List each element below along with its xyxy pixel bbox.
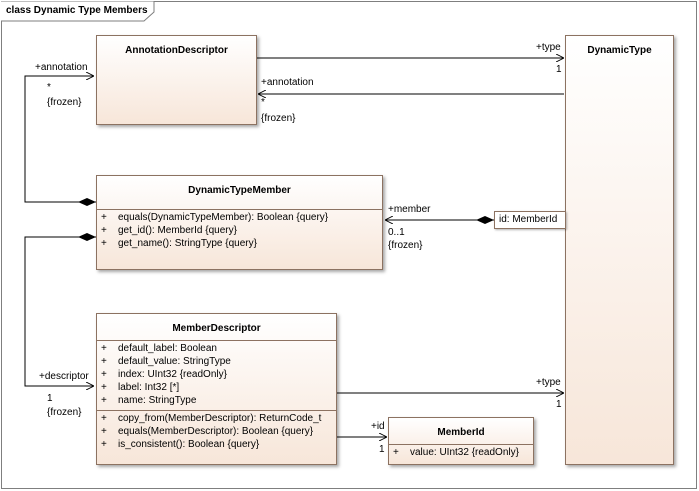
class-dynamic-type[interactable]: DynamicType (565, 35, 674, 465)
assoc-member-descriptor (24, 236, 96, 386)
multiplicity-label: 1 (379, 444, 385, 455)
operation-row: +equals(DynamicTypeMember): Boolean {que… (101, 212, 329, 223)
composite-diamond-member (476, 216, 494, 224)
role-label: +type (536, 42, 561, 53)
qualifier-member-id[interactable]: id: MemberId (494, 211, 566, 229)
attribute-row: +name: StringType (101, 395, 197, 406)
operation-row: +equals(MemberDescriptor): Boolean {quer… (101, 426, 314, 437)
multiplicity-label: 1 (556, 64, 562, 75)
compartment-divider (97, 410, 336, 411)
operations-compartment: +copy_from(MemberDescriptor): ReturnCode… (97, 411, 336, 451)
composite-diamond-descriptor (78, 233, 96, 241)
role-label: +descriptor (39, 371, 89, 382)
attribute-row: +index: UInt32 {readOnly} (101, 369, 227, 380)
operations-compartment: +equals(DynamicTypeMember): Boolean {que… (97, 210, 382, 250)
class-name: MemberDescriptor (172, 323, 261, 334)
attributes-compartment: +value: UInt32 {readOnly} (389, 445, 533, 459)
role-label: +type (536, 377, 561, 388)
role-label: +member (388, 204, 431, 215)
multiplicity-label: * (261, 97, 265, 108)
compartment-divider (389, 444, 533, 445)
multiplicity-label: 1 (556, 399, 562, 410)
constraint-label: {frozen} (47, 97, 82, 108)
constraint-label: {frozen} (388, 240, 423, 251)
operation-row: +get_name(): StringType {query} (101, 238, 257, 249)
frame-tab (1, 1, 155, 22)
class-name: AnnotationDescriptor (125, 45, 228, 56)
diagram-title: class Dynamic Type Members (6, 5, 148, 16)
compartment-divider (97, 209, 382, 210)
attribute-row: +default_value: StringType (101, 356, 231, 367)
role-label: +annotation (35, 62, 88, 73)
operation-row: +is_consistent(): Boolean {query} (101, 439, 260, 450)
class-name: MemberId (437, 427, 485, 438)
multiplicity-label: 1 (47, 393, 53, 404)
class-dynamic-type-member[interactable]: DynamicTypeMember +equals(DynamicTypeMem… (96, 175, 383, 270)
multiplicity-label: 0..1 (388, 227, 405, 238)
class-member-descriptor[interactable]: MemberDescriptor +default_label: Boolean… (96, 313, 337, 465)
class-name: DynamicType (587, 45, 652, 56)
class-name: DynamicTypeMember (188, 185, 291, 196)
attributes-compartment: +default_label: Boolean +default_value: … (97, 341, 336, 407)
role-label: +id (371, 421, 385, 432)
class-member-id[interactable]: MemberId +value: UInt32 {readOnly} (388, 417, 534, 465)
attribute-row: +label: Int32 [*] (101, 382, 180, 393)
constraint-label: {frozen} (47, 407, 82, 418)
role-label: +annotation (261, 77, 314, 88)
constraint-label: {frozen} (261, 113, 296, 124)
operation-row: +copy_from(MemberDescriptor): ReturnCode… (101, 413, 322, 424)
multiplicity-label: * (47, 82, 51, 93)
composite-diamond-annotation (78, 198, 96, 206)
class-annotation-descriptor[interactable]: AnnotationDescriptor (96, 35, 257, 125)
compartment-divider (97, 340, 336, 341)
operation-row: +get_id(): MemberId {query} (101, 225, 237, 236)
attribute-row: +default_label: Boolean (101, 343, 217, 354)
attribute-row: +value: UInt32 {readOnly} (393, 447, 519, 458)
assoc-member-annotation (24, 76, 96, 203)
